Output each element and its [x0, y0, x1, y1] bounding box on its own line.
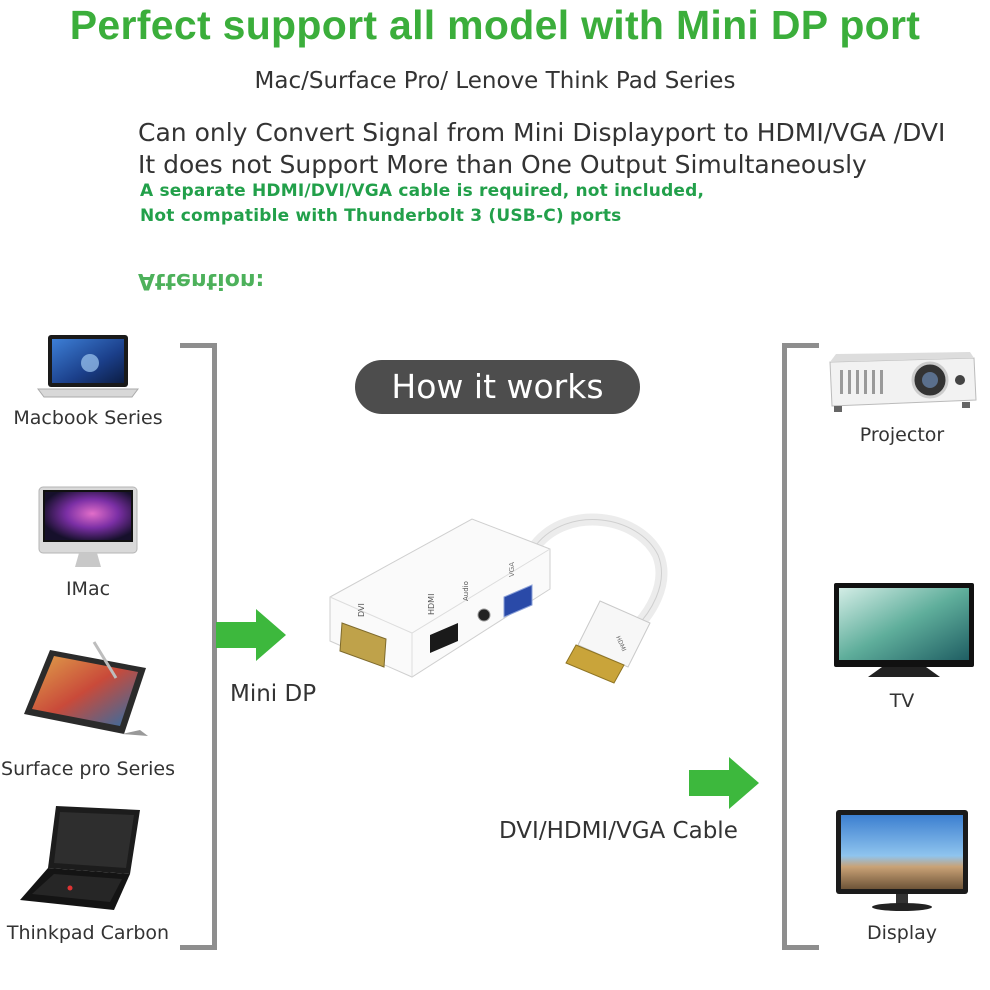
thinkpad-icon — [18, 804, 144, 914]
display-icon — [834, 808, 970, 912]
compatible-series: Mac/Surface Pro/ Lenove Think Pad Series — [254, 68, 736, 94]
output-label-tv: TV — [889, 690, 915, 712]
output-arrow-icon — [689, 757, 761, 809]
source-label-surface: Surface pro Series — [1, 758, 175, 780]
source-label-macbook: Macbook Series — [13, 407, 163, 429]
output-label-display: Display — [866, 922, 938, 944]
adapter-icon: DVI HDMI Audio VGA HDMI — [318, 505, 668, 695]
svg-text:DVI: DVI — [357, 603, 366, 617]
source-bracket — [180, 343, 217, 950]
imac-icon — [37, 485, 139, 571]
note-not-thunderbolt: Not compatible with Thunderbolt 3 (USB-C… — [140, 206, 622, 226]
cable-label: DVI/HDMI/VGA Cable — [499, 818, 738, 844]
macbook-icon — [36, 333, 140, 401]
output-bracket — [782, 343, 819, 950]
tv-icon — [832, 581, 976, 681]
mini-dp-label: Mini DP — [230, 681, 317, 707]
note-convert-signal: Can only Convert Signal from Mini Displa… — [138, 118, 946, 147]
surface-pro-icon — [20, 638, 150, 738]
input-arrow-icon — [216, 609, 288, 661]
svg-text:VGA: VGA — [508, 562, 516, 577]
source-label-thinkpad: Thinkpad Carbon — [6, 922, 170, 944]
how-it-works-title: How it works — [355, 360, 640, 414]
headline: Perfect support all model with Mini DP p… — [69, 2, 921, 48]
svg-text:Audio: Audio — [462, 581, 470, 601]
note-cable-required: A separate HDMI/DVI/VGA cable is require… — [140, 181, 705, 201]
output-label-projector: Projector — [859, 424, 945, 446]
svg-text:HDMI: HDMI — [427, 594, 436, 615]
projector-icon — [826, 350, 978, 414]
source-label-imac: IMac — [65, 578, 111, 600]
attention-label-mirrored: Attention: — [138, 268, 265, 293]
note-single-output: It does not Support More than One Output… — [138, 150, 867, 179]
